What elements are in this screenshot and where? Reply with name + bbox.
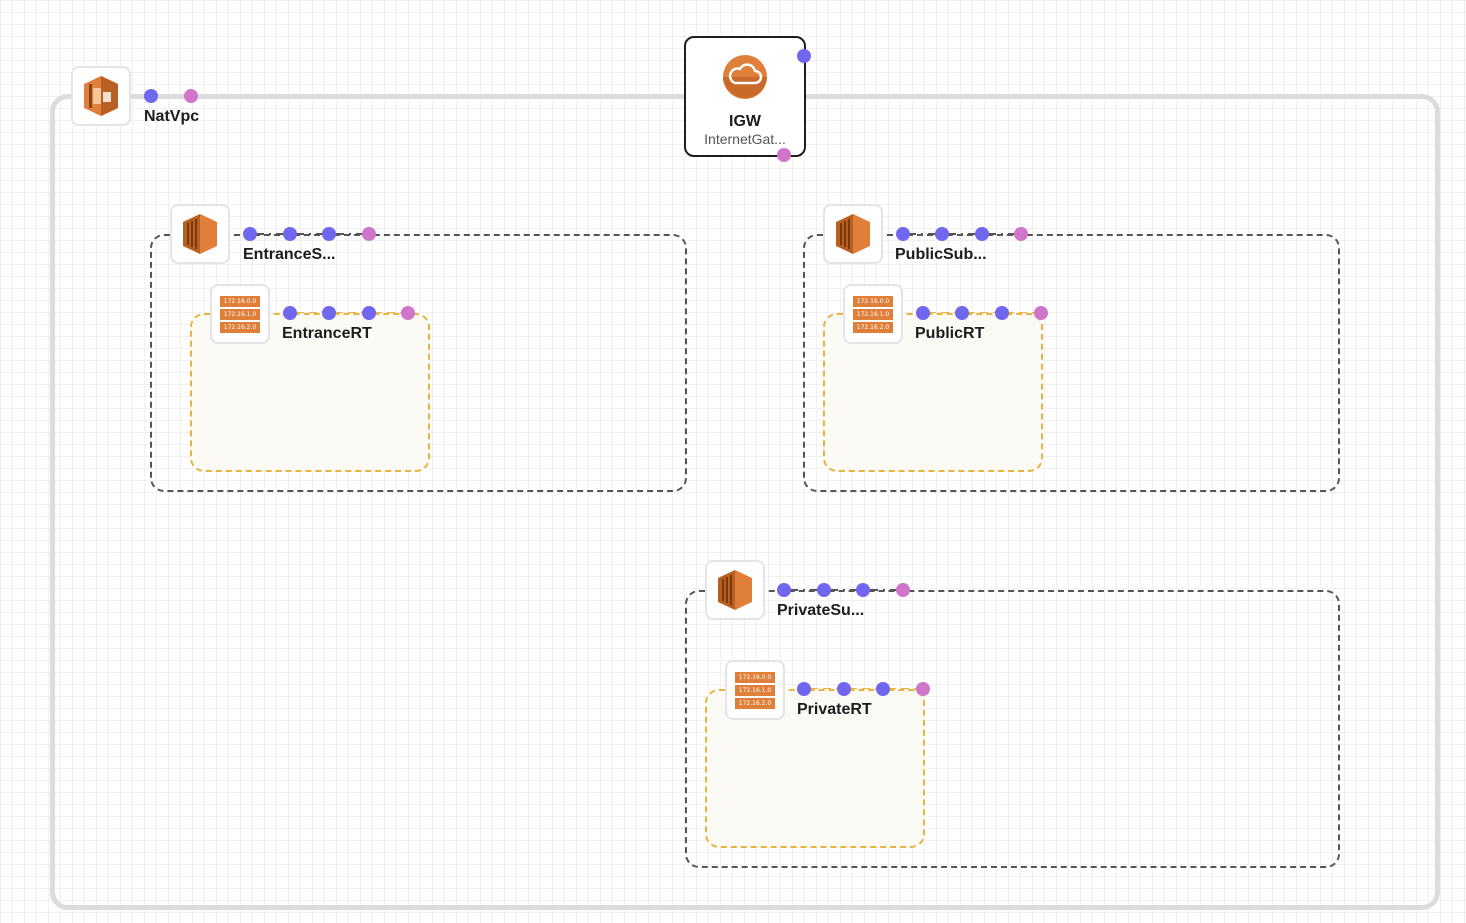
subnet-icon (183, 214, 217, 254)
route-table-input-port[interactable] (837, 682, 851, 696)
igw-node-card[interactable]: IGW InternetGat... (684, 36, 806, 157)
subnet-output-port[interactable] (896, 583, 910, 597)
vpc-icon (84, 76, 118, 116)
route-table-input-port[interactable] (955, 306, 969, 320)
route-table-output-port[interactable] (916, 682, 930, 696)
subnet-label: PrivateSu... (777, 602, 865, 619)
vpc-node-card[interactable] (71, 66, 131, 126)
route-table-input-port[interactable] (876, 682, 890, 696)
subnet-label: EntranceS... (243, 246, 336, 263)
subnet-icon (718, 570, 752, 610)
subnet-input-port[interactable] (243, 227, 257, 241)
subnet-icon (836, 214, 870, 254)
route-table-output-port[interactable] (401, 306, 415, 320)
subnet-container-private[interactable] (685, 590, 1340, 868)
subnet-input-port[interactable] (322, 227, 336, 241)
igw-label: IGW (729, 113, 761, 130)
route-table-output-port[interactable] (1034, 306, 1048, 320)
subnet-input-port[interactable] (856, 583, 870, 597)
route-table-icon: 172.16.0.0 172.16.1.0 172.16.2.0 (220, 295, 260, 333)
internet-gateway-cloud-icon (723, 55, 767, 99)
route-table-input-port[interactable] (322, 306, 336, 320)
route-table-input-port[interactable] (362, 306, 376, 320)
subnet-input-port[interactable] (935, 227, 949, 241)
vpc-input-port[interactable] (144, 89, 158, 103)
subnet-input-port[interactable] (975, 227, 989, 241)
subnet-label: PublicSub... (895, 246, 987, 263)
route-table-icon: 172.16.0.0 172.16.1.0 172.16.2.0 (853, 295, 893, 333)
igw-input-port[interactable] (797, 49, 811, 63)
route-table-node-card-entrance[interactable]: 172.16.0.0 172.16.1.0 172.16.2.0 (210, 284, 270, 344)
vpc-label: NatVpc (144, 108, 200, 125)
subnet-output-port[interactable] (1014, 227, 1028, 241)
subnet-input-port[interactable] (777, 583, 791, 597)
subnet-container-public[interactable] (803, 234, 1340, 492)
subnet-input-port[interactable] (817, 583, 831, 597)
subnet-node-card-entrance[interactable] (170, 204, 230, 264)
vpc-output-port[interactable] (184, 89, 198, 103)
route-table-input-port[interactable] (283, 306, 297, 320)
route-table-label: PrivateRT (797, 701, 872, 718)
subnet-node-card-public[interactable] (823, 204, 883, 264)
igw-output-port[interactable] (777, 148, 791, 162)
route-table-input-port[interactable] (916, 306, 930, 320)
route-table-icon: 172.16.0.0 172.16.1.0 172.16.2.0 (735, 671, 775, 709)
route-table-node-card-private[interactable]: 172.16.0.0 172.16.1.0 172.16.2.0 (725, 660, 785, 720)
subnet-output-port[interactable] (362, 227, 376, 241)
route-table-input-port[interactable] (797, 682, 811, 696)
subnet-input-port[interactable] (896, 227, 910, 241)
igw-sublabel: InternetGat... (704, 131, 786, 147)
route-table-node-card-public[interactable]: 172.16.0.0 172.16.1.0 172.16.2.0 (843, 284, 903, 344)
subnet-container-entrance[interactable] (150, 234, 687, 492)
subnet-input-port[interactable] (283, 227, 297, 241)
route-table-label: PublicRT (915, 325, 985, 342)
route-table-label: EntranceRT (282, 325, 372, 342)
route-table-input-port[interactable] (995, 306, 1009, 320)
subnet-node-card-private[interactable] (705, 560, 765, 620)
